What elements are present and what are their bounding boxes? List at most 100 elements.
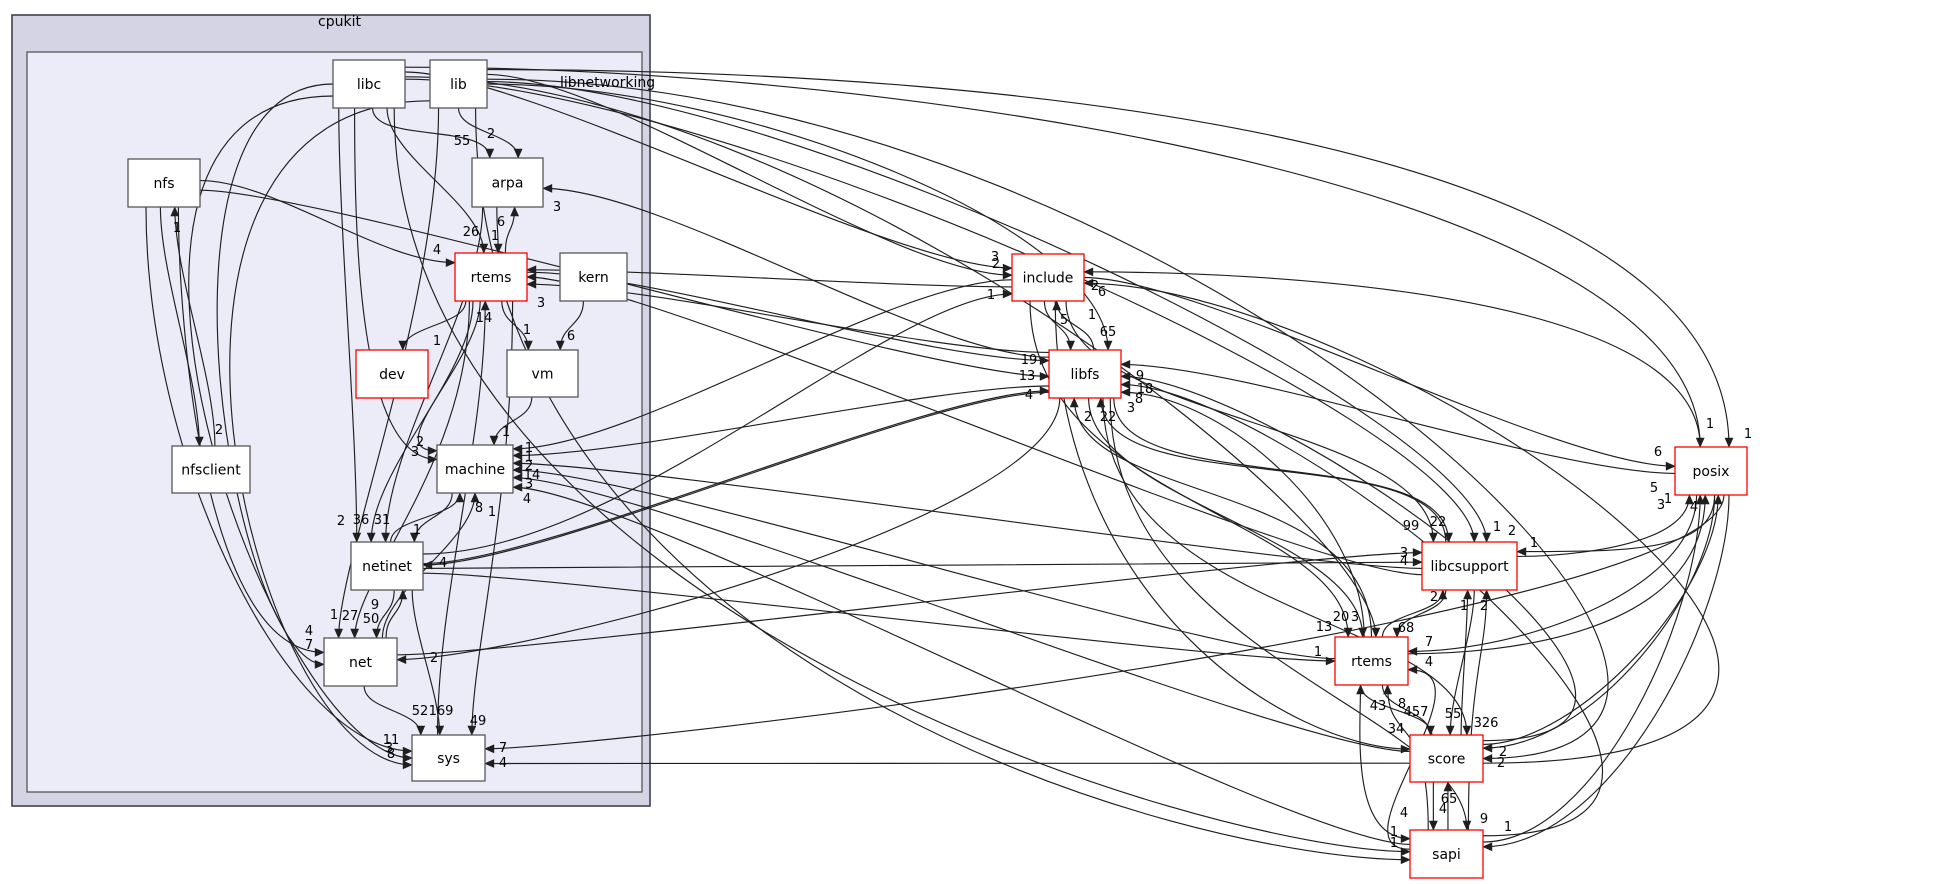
edge-count-label: 3 [1351,610,1359,625]
node-include[interactable]: include [1011,253,1085,302]
edge-count-label: 3 [1127,401,1135,416]
edge-count-label: 1 [433,334,441,349]
edge-count-label: 14 [476,311,493,326]
dependency-edge-libc-sapi [393,107,1411,856]
svg-text:vm: vm [532,367,554,383]
svg-text:posix: posix [1693,464,1730,480]
node-netinet[interactable]: netinet [350,541,424,591]
dependency-edge-netinet-include [422,289,1013,555]
edge-count-label: 2 [1091,279,1099,294]
edge-count-label: 2 [487,127,495,142]
node-vm[interactable]: vm [506,349,579,398]
dependency-edge-nfs-nfsclient [159,206,204,447]
edge-count-label: 1 [523,323,531,338]
node-net[interactable]: net [323,637,398,687]
dependency-edge-arpa-netinet [381,206,484,543]
svg-text:libfs: libfs [1071,367,1100,383]
dependency-edge-libc-netinet [338,107,362,543]
dependency-edge-rtems_c-libcsupport [1381,589,1448,638]
edge-count-label: 55 [454,134,471,149]
svg-text:score: score [1428,752,1466,768]
edge-count-label: 1 [491,229,499,244]
edge-count-label: 11 [383,733,400,748]
node-arpa[interactable]: arpa [471,157,544,208]
dependency-edge-lib-sapi [475,107,1411,865]
cluster-label-libnetworking: libnetworking [560,75,656,91]
edge-count-label: 52 [412,704,429,719]
node-lib[interactable]: lib [429,59,488,109]
node-dev[interactable]: dev [355,349,429,399]
edge-count-label: 14 [524,468,541,483]
edge-count-label: 4 [1025,388,1033,403]
edge-count-label: 457 [1404,705,1429,720]
dependency-edge-sapi-rtems_c [1383,684,1429,831]
edge-count-label: 3 [1400,546,1408,561]
edge-count-label: 3 [1657,498,1665,513]
dependency-edge-rtems_c-posix [1407,494,1710,655]
edge-count-label: 1 [413,523,421,538]
edge-count-label: 3 [537,296,545,311]
edge-count-label: 2 [416,435,424,450]
dependency-edge-score-posix [1482,494,1723,745]
edge-count-label: 7 [499,741,507,756]
dependency-edge-kern-vm [555,300,585,351]
edge-count-label: 2 [1499,745,1507,760]
node-machine[interactable]: machine [436,444,514,494]
node-nfs[interactable]: nfs [127,158,201,208]
node-rtems_n[interactable]: rtems [454,252,528,302]
edge-count-label: 3 [991,250,999,265]
node-sys[interactable]: sys [411,734,486,782]
dependency-edge-libfs-include [1052,300,1095,351]
dependency-edge-libfs-arpa [542,183,1050,358]
node-kern[interactable]: kern [559,252,628,302]
node-libc[interactable]: libc [332,59,406,109]
edge-count-label: 13 [1019,369,1036,384]
svg-text:sapi: sapi [1432,847,1461,863]
edge-count-label: 2 [430,651,438,666]
dependency-edge-lib-arpa [457,107,523,159]
edge-count-label: 3 [525,477,533,492]
edge-count-label: 22 [1430,515,1447,530]
dependency-edge-include-posix [1083,276,1676,471]
svg-text:machine: machine [445,462,505,478]
dependency-edge-libcsupport-machine [512,458,1423,569]
dependency-edge-libcsupport-score [1445,589,1475,736]
edge-count-label: 4 [1400,806,1408,821]
edge-count-label: 6 [497,215,505,230]
edge-count-label: 2 [1480,599,1488,614]
node-sapi[interactable]: sapi [1409,829,1484,879]
dependency-edge-libfs-rtems_c [1088,397,1368,638]
edge-count-label: 2 [337,514,345,529]
edge-count-label: 43 [1370,699,1387,714]
dependency-edge-netinet-libcsupport [422,557,1423,569]
svg-text:rtems: rtems [1351,654,1392,670]
node-posix[interactable]: posix [1674,446,1748,496]
dependency-edge-nfsclient-nfs [170,206,216,447]
edge-count-label: 5 [1650,481,1658,496]
dependency-edge-posix-sys [484,494,1725,754]
edge-count-label: 2 [1430,590,1438,605]
edge-count-label: 9 [371,598,379,613]
dependency-edge-sys-rtems_n [436,300,490,736]
edge-count-label: 27 [342,609,359,624]
dependency-edge-netinet-libfs [422,386,1050,565]
dependency-edge-rtems_n-dev [398,300,467,351]
edge-count-label: 6 [1654,445,1662,460]
edge-count-label: 2 [1508,524,1516,539]
dependency-edge-net-netinet [385,589,408,639]
node-libfs[interactable]: libfs [1048,349,1122,399]
node-nfsclient[interactable]: nfsclient [171,445,251,494]
dependency-edge-libfs-net [396,397,1061,664]
dependency-edge-posix-rtems_c [1407,494,1698,656]
edge-count-label: 1 [173,221,181,236]
edge-count-label: 9 [1136,369,1144,384]
edge-count-label: 68 [1398,621,1415,636]
dependency-edge-lib-score [486,78,1609,763]
svg-text:dev: dev [379,367,405,383]
edge-count-label: 26 [463,225,480,240]
node-score[interactable]: score [1409,734,1484,783]
node-libcsupport[interactable]: libcsupport [1421,541,1518,591]
node-rtems_c[interactable]: rtems [1334,636,1409,686]
dependency-edge-libc-rtems_n [386,107,489,254]
edge-count-label: 7 [1425,635,1433,650]
